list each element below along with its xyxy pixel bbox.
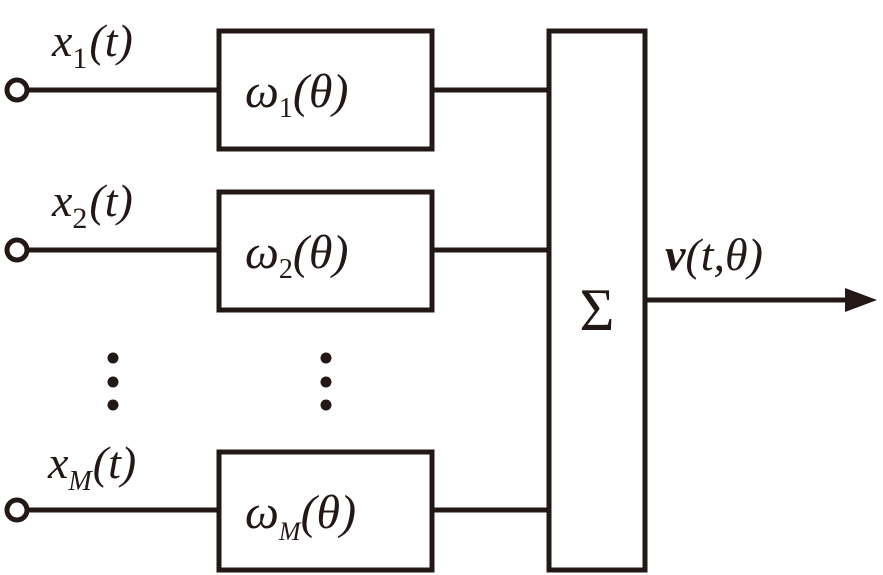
- weight-label-M: ωM(θ): [245, 486, 356, 546]
- ellipsis-weights: [320, 352, 332, 411]
- weight-label-2: ω2(θ): [245, 226, 348, 285]
- ellipsis-inputs: [107, 352, 119, 411]
- ellipsis-dot: [320, 376, 332, 388]
- input-terminal-M: [4, 497, 30, 523]
- output-arrowhead-icon: [845, 288, 877, 312]
- ellipsis-dot: [107, 352, 119, 364]
- summer-block: Σ: [546, 28, 648, 573]
- input-label-M: xM(t): [47, 437, 136, 497]
- ellipsis-dot: [320, 399, 332, 411]
- input-row-M: xM(t) ωM(θ): [4, 437, 549, 573]
- ellipsis-dot: [320, 352, 332, 364]
- input-row-2: x2(t) ω2(θ): [4, 175, 549, 313]
- input-label-2: x2(t): [51, 175, 133, 235]
- weight-label-1: ω1(θ): [245, 65, 348, 124]
- sigma-symbol: Σ: [580, 277, 615, 343]
- ellipsis-dot: [107, 376, 119, 388]
- input-terminal-1: [4, 77, 30, 103]
- input-row-1: x1(t) ω1(θ): [4, 15, 549, 152]
- input-label-1: x1(t): [51, 15, 133, 75]
- ellipsis-dot: [107, 399, 119, 411]
- output-label: v(t,θ): [665, 229, 763, 280]
- input-terminal-2: [4, 237, 30, 263]
- output: v(t,θ): [645, 229, 877, 312]
